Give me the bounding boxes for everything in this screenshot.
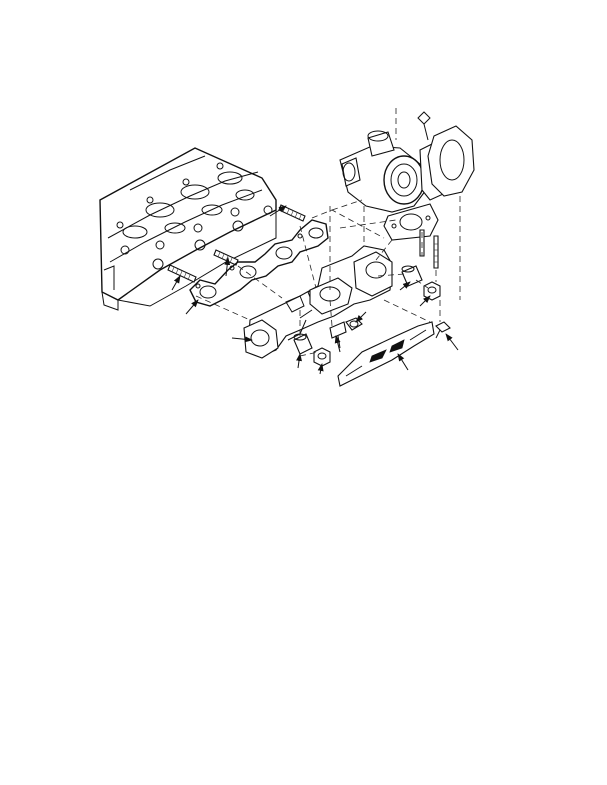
turbocharger [339,111,475,241]
alignment-lines [195,108,461,357]
manifold-callout [231,336,253,343]
callouts [171,205,459,375]
nut-right-callout [419,295,431,307]
stud-upper-callout [269,205,287,217]
nut-right [423,281,441,301]
exhaust-manifold [243,245,393,359]
stud-lower-callout [171,275,181,291]
bolt-center-callout [334,335,341,353]
spacer-left-callout [296,353,302,369]
manifold-studs [167,204,306,283]
spacer-right [401,265,423,287]
cylinder-head [99,147,277,311]
stud-lower [167,264,197,283]
spacer-left [293,333,313,355]
spacer-right-callout [399,281,411,291]
stud-middle-callout [224,257,231,277]
shield-bolt [435,321,451,339]
heat-shield-callout [397,353,409,371]
shield-bolt-callout [445,333,459,351]
exhaust-gasket [189,219,329,307]
washer-bolt-callout [355,311,367,323]
gasket-callout [185,299,199,315]
heat-shield [337,321,435,387]
nut-left-callout [317,363,324,375]
nut-left [313,347,331,367]
washer-bolt [345,317,363,331]
